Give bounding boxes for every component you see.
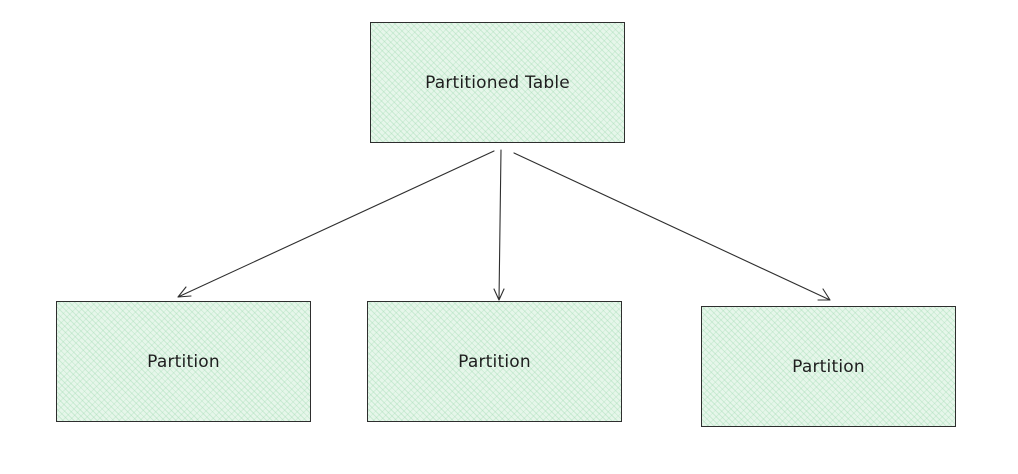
partition-label-middle: Partition bbox=[458, 351, 531, 372]
partition-label-left: Partition bbox=[147, 351, 220, 372]
partitioned-table-label: Partitioned Table bbox=[425, 72, 570, 93]
partition-node-right[interactable]: Partition bbox=[701, 306, 956, 427]
partitioned-table-node[interactable]: Partitioned Table bbox=[370, 22, 625, 143]
partition-node-left[interactable]: Partition bbox=[56, 301, 311, 422]
partition-node-middle[interactable]: Partition bbox=[367, 301, 622, 422]
arrow-to-left-partition bbox=[177, 150, 495, 298]
arrow-to-right-partition bbox=[513, 152, 831, 301]
partition-label-right: Partition bbox=[792, 356, 865, 377]
arrow-to-middle-partition bbox=[493, 149, 505, 301]
